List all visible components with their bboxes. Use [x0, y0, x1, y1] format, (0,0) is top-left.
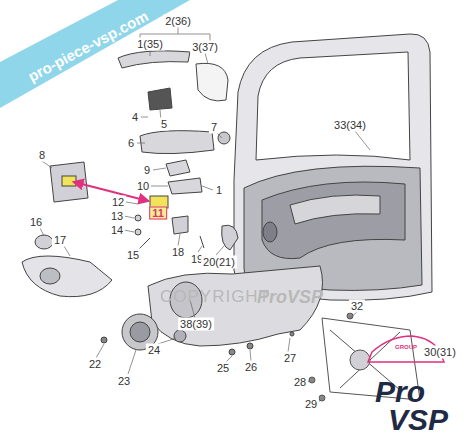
callout-number: 14 — [109, 224, 125, 237]
callout-number: 16 — [28, 216, 44, 229]
callout-number: 27 — [282, 352, 298, 365]
callout-number: 15 — [125, 249, 141, 262]
door-trim-panel — [101, 266, 323, 355]
callout-number: 24 — [146, 344, 162, 357]
callout-number: 2(36) — [163, 15, 193, 28]
door-shell — [234, 34, 432, 300]
logo-text: GROUP — [395, 344, 417, 350]
callout-number: 29 — [303, 398, 319, 411]
callout-number: 20(21) — [201, 256, 237, 269]
callout-number: 30(31) — [422, 346, 458, 359]
callout-number: 28 — [292, 376, 308, 389]
upper-parts — [118, 51, 230, 194]
callout-number: 9 — [142, 164, 152, 177]
callout-number: 26 — [243, 361, 259, 374]
logo-text: Pro — [375, 377, 425, 407]
callout-number: 33(34) — [332, 119, 368, 132]
callout-number: 1(35) — [135, 38, 165, 51]
watermark-text: COPYRIGHT — [160, 288, 270, 305]
callout-number: 7 — [209, 121, 219, 134]
callout-number: 3(37) — [190, 41, 220, 54]
callout-number: 1 — [214, 184, 224, 197]
callout-number: 32 — [349, 300, 365, 313]
watermark-text: ProVSP — [257, 288, 323, 306]
callout-number: 18 — [170, 246, 186, 259]
callout-number: 4 — [130, 111, 140, 124]
callout-number: 8 — [37, 149, 47, 162]
callout-number: 22 — [87, 358, 103, 371]
callout-number: 13 — [109, 210, 125, 223]
callout-number: 6 — [126, 137, 136, 150]
logo-text: VSP — [388, 405, 448, 435]
callout-number: 11 — [149, 207, 167, 220]
callout-number: 10 — [135, 180, 151, 193]
callout-number: 17 — [52, 234, 68, 247]
callout-number: 12 — [110, 196, 126, 209]
callout-number: 23 — [116, 375, 132, 388]
callout-number: 5 — [159, 118, 169, 131]
callout-number: 25 — [215, 362, 231, 375]
callout-number: 38(39) — [178, 318, 214, 331]
leader-lines — [40, 27, 370, 403]
